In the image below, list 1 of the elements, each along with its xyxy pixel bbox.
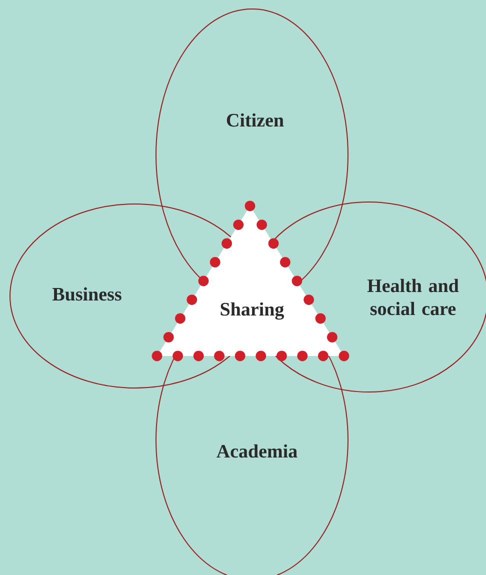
dotted-triangle: Sharing — [152, 200, 350, 362]
